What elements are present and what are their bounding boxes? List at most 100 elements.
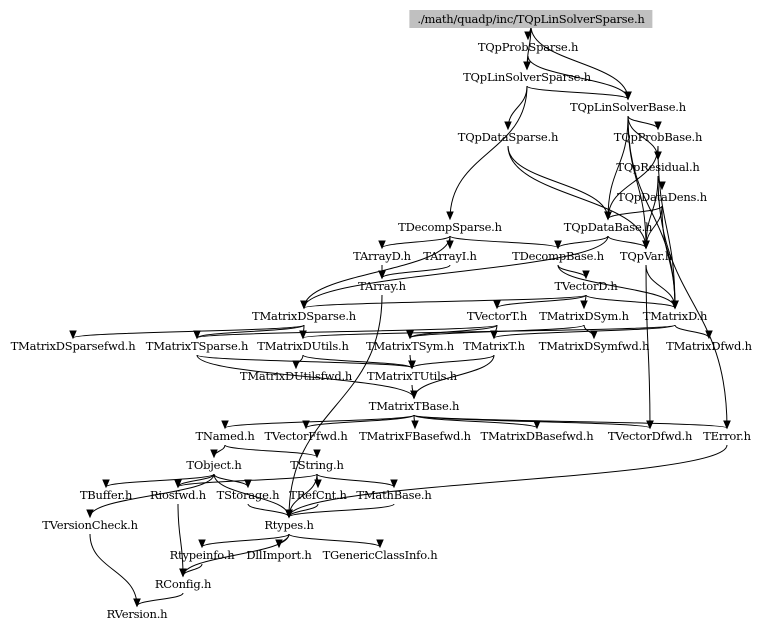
- arrowhead-icon: [604, 211, 612, 221]
- graph-node[interactable]: TMatrixTBase.h: [368, 399, 460, 413]
- arrowhead-icon: [658, 181, 666, 191]
- graph-node[interactable]: TQpLinSolverSparse.h: [463, 70, 591, 84]
- arrowhead-icon: [524, 31, 532, 41]
- edge-TNamed-to-TString: [224, 444, 318, 458]
- arrowhead-icon: [554, 240, 562, 250]
- graph-node[interactable]: TVersionCheck.h: [42, 518, 138, 532]
- arrowhead-icon: [102, 479, 110, 489]
- arrowhead-icon: [642, 240, 650, 250]
- arrowhead-icon: [174, 479, 182, 489]
- edge-Rtypes-to-Rtypeinfo: [201, 533, 290, 548]
- graph-node[interactable]: TArray.h: [358, 279, 406, 293]
- graph-node[interactable]: TNamed.h: [195, 429, 255, 443]
- graph-node[interactable]: TQpDataDens.h: [617, 190, 707, 204]
- graph-node[interactable]: TMatrixDSparse.h: [252, 309, 356, 323]
- graph-node[interactable]: RVersion.h: [106, 607, 168, 621]
- edge-TQpLinSolverBase-to-TQpProbBase: [627, 115, 659, 130]
- graph-node[interactable]: TBuffer.h: [79, 488, 133, 502]
- arrowhead-icon: [376, 539, 384, 549]
- graph-node[interactable]: TDecompBase.h: [512, 249, 604, 263]
- graph-node[interactable]: TMatrixDSparsefwd.h: [10, 339, 136, 353]
- edge-TMathBase-to-Rtypes: [288, 503, 395, 518]
- graph-node[interactable]: Rtypes.h: [264, 518, 314, 532]
- arrowhead-icon: [198, 539, 206, 549]
- graph-node[interactable]: RConfig.h: [154, 577, 212, 591]
- arrowhead-icon: [292, 360, 300, 370]
- graph-node[interactable]: TQpResidual.h: [616, 160, 700, 174]
- graph-node[interactable]: TMatrixDfwd.h: [666, 339, 752, 353]
- graph-node[interactable]: TString.h: [290, 458, 344, 472]
- graph-node[interactable]: TStorage.h: [216, 488, 280, 502]
- edge-TQpDataDens-to-TQpDataBase: [607, 205, 663, 220]
- graph-node[interactable]: TMatrixD.h: [642, 309, 708, 323]
- arrowhead-icon: [179, 568, 187, 578]
- graph-node[interactable]: TArrayD.h: [353, 249, 411, 263]
- arrowhead-icon: [299, 330, 307, 340]
- graph-node[interactable]: TMatrixDSymfwd.h: [538, 339, 650, 353]
- arrowhead-icon: [705, 330, 713, 340]
- graph-node[interactable]: TQpProbSparse.h: [477, 40, 579, 54]
- root-node[interactable]: ./math/quadp/inc/TQpLinSolverSparse.h: [409, 10, 653, 28]
- graph-node[interactable]: TMatrixDSym.h: [539, 309, 629, 323]
- graph-node[interactable]: TMathBase.h: [356, 488, 432, 502]
- edge-TQpProbSparse-to-TQpLinSolverBase: [527, 55, 629, 100]
- edge-TQpVar-to-TVectorDfwd: [645, 264, 651, 429]
- edge-TMatrixTBase-to-TNamed: [224, 414, 415, 429]
- edge-TArray-to-Rtypes: [288, 294, 383, 518]
- graph-node[interactable]: TVectorFfwd.h: [264, 429, 348, 443]
- graph-node[interactable]: TVectorD.h: [554, 279, 618, 293]
- arrowhead-icon: [314, 479, 322, 489]
- edge-TError-to-Rtypes: [288, 444, 728, 518]
- graph-node[interactable]: TArrayI.h: [423, 249, 477, 263]
- graph-node[interactable]: TMatrixTSym.h: [366, 339, 454, 353]
- graph-node[interactable]: TObject.h: [186, 458, 242, 472]
- edge-TMatrixDSparse-to-TMatrixTSparse: [196, 324, 305, 339]
- edge-Riosfwd-to-RConfig: [177, 503, 184, 577]
- graph-node[interactable]: TMatrixTSparse.h: [145, 339, 249, 353]
- edge-TMatrixTBase-to-TVectorFfwd: [305, 414, 415, 429]
- graph-node[interactable]: TVectorDfwd.h: [607, 429, 693, 443]
- arrowhead-icon: [133, 598, 141, 608]
- arrowhead-icon: [624, 91, 632, 101]
- graph-node[interactable]: TQpVar.h: [619, 249, 673, 263]
- edge-TQpDataBase-to-TMatrixDSparse: [303, 235, 609, 309]
- edge-TArrayI-to-TArray: [381, 264, 451, 279]
- graph-node[interactable]: Rtypeinfo.h: [169, 548, 235, 562]
- graph-node[interactable]: TMatrixT.h: [463, 339, 525, 353]
- graph-node[interactable]: TDecompSparse.h: [398, 220, 502, 234]
- arrowhead-icon: [313, 449, 321, 459]
- graph-node[interactable]: TQpLinSolverBase.h: [570, 100, 686, 114]
- graph-node[interactable]: TQpDataSparse.h: [457, 130, 559, 144]
- graph-node[interactable]: TError.h: [703, 429, 751, 443]
- edge-TVectorD-to-TMatrixDSparse: [303, 294, 587, 309]
- graph-node[interactable]: TMatrixDBasefwd.h: [480, 429, 594, 443]
- edge-TVectorT-to-TMatrixTSym: [409, 324, 498, 339]
- graph-node[interactable]: TMatrixFBasefwd.h: [359, 429, 471, 443]
- graph-node[interactable]: TQpProbBase.h: [613, 130, 703, 144]
- arrowhead-icon: [193, 330, 201, 340]
- edge-TQpLinSolverSparse-to-TDecompSparse: [449, 85, 528, 220]
- arrowhead-icon: [493, 300, 501, 310]
- edge-TMatrixTSparse-to-TMatrixTUtils: [196, 354, 413, 369]
- graph-node[interactable]: Riosfwd.h: [150, 488, 206, 502]
- graph-node[interactable]: TVectorT.h: [466, 309, 528, 323]
- graph-node[interactable]: DllImport.h: [246, 548, 312, 562]
- graph-node[interactable]: TGenericClassInfo.h: [322, 548, 438, 562]
- edge-Rtypes-to-TGenericClassInfo: [288, 533, 381, 548]
- arrowhead-icon: [582, 270, 590, 280]
- graph-node[interactable]: TQpDataBase.h: [563, 220, 653, 234]
- edge-TQpDataSparse-to-TQpDataBase: [507, 145, 609, 220]
- graph-node[interactable]: TRefCnt.h: [289, 488, 347, 502]
- edge-TVectorD-to-TMatrixD: [585, 294, 676, 309]
- arrowhead-icon: [378, 240, 386, 250]
- edge-TMatrixTBase-to-TError: [413, 414, 728, 429]
- arrowhead-icon: [671, 300, 679, 310]
- graph-node[interactable]: TMatrixDUtilsfwd.h: [239, 369, 353, 383]
- edge-TString-to-TMathBase: [316, 473, 395, 488]
- graph-node[interactable]: TMatrixDUtils.h: [257, 339, 349, 353]
- edge-TMatrixD-to-TMatrixDUtils: [302, 324, 676, 339]
- edge-TStorage-to-Rtypes: [247, 503, 290, 518]
- edge-TQpResidual-to-TError: [657, 175, 728, 429]
- graph-node[interactable]: TMatrixTUtils.h: [367, 369, 457, 383]
